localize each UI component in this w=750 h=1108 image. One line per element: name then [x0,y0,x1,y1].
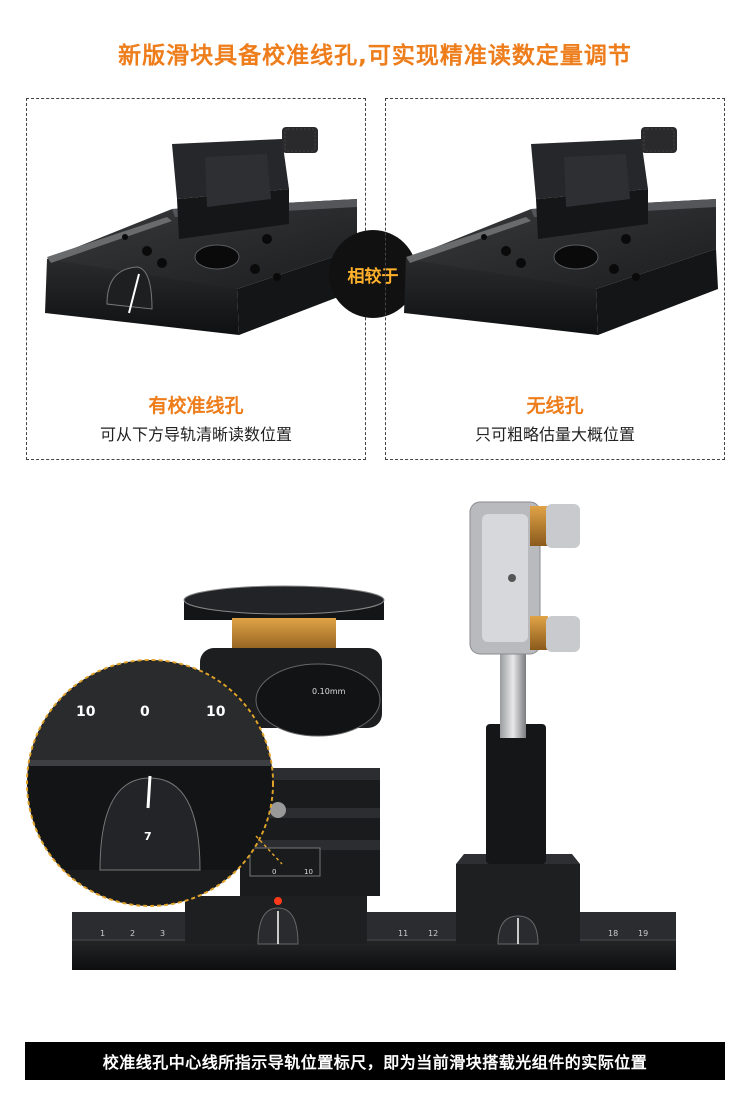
mini-scale-zero: 0 [272,868,276,876]
without-hole-title: 无线孔 [526,395,584,417]
panel-with-hole: 有校准线孔 可从下方导轨清晰读数位置 [26,98,366,460]
rail-tick-11: 11 [398,929,408,938]
zoom-slot-number: 7 [144,830,152,843]
panel-without-hole: 无线孔 只可粗略估量大概位置 [385,98,725,460]
rail-tick-1: 1 [100,929,105,938]
dial-label: 0.10mm [312,687,346,696]
slider-without-hole-image [404,127,718,335]
rail-scale: 1 2 3 11 12 18 19 [100,929,648,938]
rail-assembly-image: 1 2 3 11 12 18 19 0.10mm 0 10 [26,501,676,970]
post-holder [486,724,546,864]
adjust-screw-icon [270,802,286,818]
compare-badge: 相较于 [329,230,417,318]
zoom-tick-right: 10 [206,704,226,720]
rail-tick-12: 12 [428,929,438,938]
zoom-scale: 10 0 10 7 [76,704,226,843]
mini-scale-ten: 10 [304,868,313,876]
footer-caption: 校准线孔中心线所指示导轨位置标尺，即为当前滑块搭载光组件的实际位置 [25,1042,725,1080]
rail-tick-2: 2 [130,929,135,938]
rail-tick-18: 18 [608,929,618,938]
headline: 新版滑块具备校准线孔,可实现精准读数定量调节 [118,43,632,69]
zoom-tick-center: 0 [140,704,150,720]
zoom-tick-left: 10 [76,704,96,720]
without-hole-subtitle: 只可粗略估量大概位置 [474,425,635,444]
with-hole-subtitle: 可从下方导轨清晰读数位置 [99,425,292,444]
slider-with-hole-image [45,127,359,335]
rail-tick-3: 3 [160,929,165,938]
rail-tick-19: 19 [638,929,648,938]
optical-post [500,638,526,738]
calibration-laser-dot [274,897,282,905]
with-hole-title: 有校准线孔 [148,395,244,417]
